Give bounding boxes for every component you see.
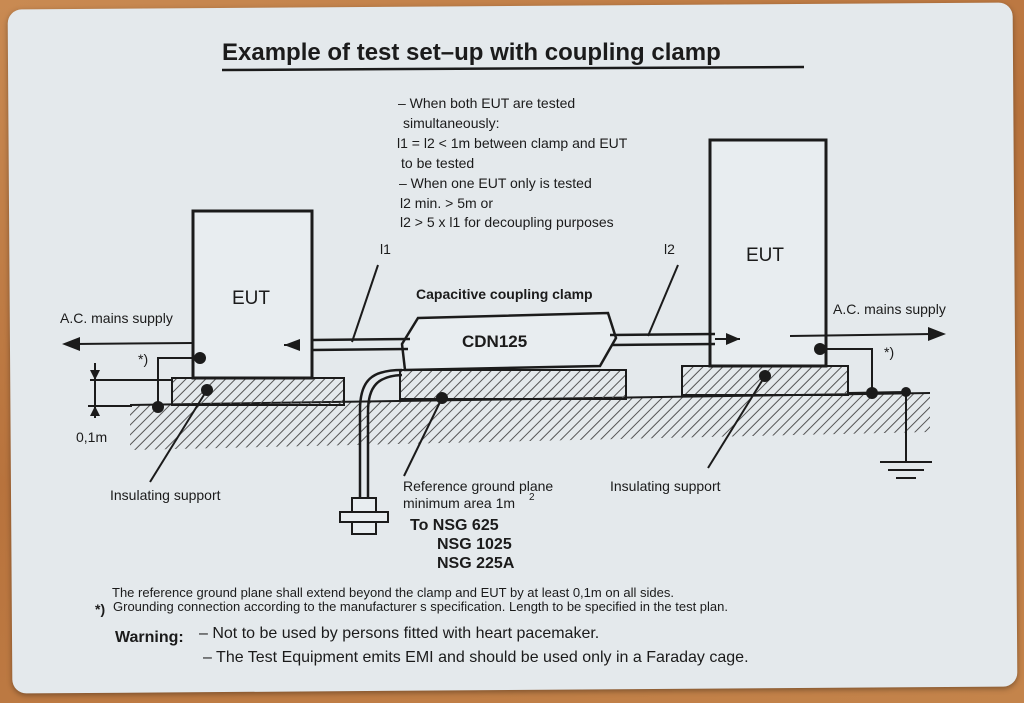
insulating-right-leader — [707, 370, 771, 469]
title-underline — [221, 65, 805, 72]
height-dimension — [88, 363, 132, 418]
ac-supply-right-label: A.C. mains supply — [833, 301, 946, 317]
warning-label: Warning: — [115, 629, 184, 646]
clamp-support — [399, 369, 627, 400]
grounding-connection-right — [814, 343, 932, 479]
l1-leader — [351, 264, 379, 343]
clamp-title: Capacitive coupling clamp — [416, 286, 593, 302]
note-line: to be tested — [401, 155, 474, 171]
l2-leader — [647, 264, 679, 337]
insulating-left-leader — [149, 384, 213, 483]
clamp-name: CDN125 — [462, 332, 527, 351]
insulating-support-right-label: Insulating support — [610, 478, 721, 494]
footer-grounding-note: Grounding connection according to the ma… — [113, 599, 728, 614]
star-note-left: *) — [138, 351, 148, 367]
nsg-target-3: NSG 225A — [437, 555, 515, 572]
height-label: 0,1m — [76, 429, 107, 445]
ground-plane-area-superscript: 2 — [529, 492, 535, 503]
eut-right-label: EUT — [746, 245, 784, 266]
star-note-right: *) — [884, 344, 894, 360]
ground-plane-leader — [403, 392, 448, 477]
note-line: l1 = l2 < 1m between clamp and EUT — [397, 135, 628, 151]
insulating-support-left-label: Insulating support — [110, 487, 221, 503]
eut-left-label: EUT — [232, 288, 270, 309]
test-note: – When both EUT are tested simultaneousl… — [397, 95, 628, 230]
cdn125-clamp — [400, 311, 618, 372]
note-line: simultaneously: — [403, 115, 500, 131]
footer-star: *) — [95, 601, 105, 617]
eut-right-box — [708, 138, 828, 368]
ground-plane-label: Reference ground plane — [403, 478, 553, 494]
l1-label: l1 — [380, 241, 391, 257]
note-line: – When both EUT are tested — [398, 95, 575, 111]
footer-ground-plane-note: The reference ground plane shall extend … — [112, 585, 674, 600]
coupling-cable — [284, 332, 740, 352]
note-line: – When one EUT only is tested — [399, 175, 592, 191]
ac-supply-left-line — [73, 342, 194, 345]
insulating-support-left — [171, 377, 345, 406]
eut-left-box — [191, 209, 314, 380]
note-line: l2 min. > 5m or — [400, 195, 493, 211]
nsg-target-2: NSG 1025 — [437, 536, 512, 553]
ac-supply-left-label: A.C. mains supply — [60, 310, 173, 326]
ac-supply-right-line — [789, 333, 933, 337]
l2-label: l2 — [664, 241, 675, 257]
warning-line-2: – The Test Equipment emits EMI and shoul… — [203, 649, 749, 666]
diagram-title: Example of test set–up with coupling cla… — [222, 39, 721, 66]
ground-plane-area-label: minimum area 1m — [403, 495, 515, 511]
grounding-connection-left — [90, 352, 206, 413]
note-line: l2 > 5 x l1 for decoupling purposes — [400, 214, 614, 230]
nsg-connector-cable — [339, 368, 403, 535]
warning-line-1: – Not to be used by persons fitted with … — [199, 625, 599, 642]
nsg-target-1: To NSG 625 — [410, 517, 499, 534]
